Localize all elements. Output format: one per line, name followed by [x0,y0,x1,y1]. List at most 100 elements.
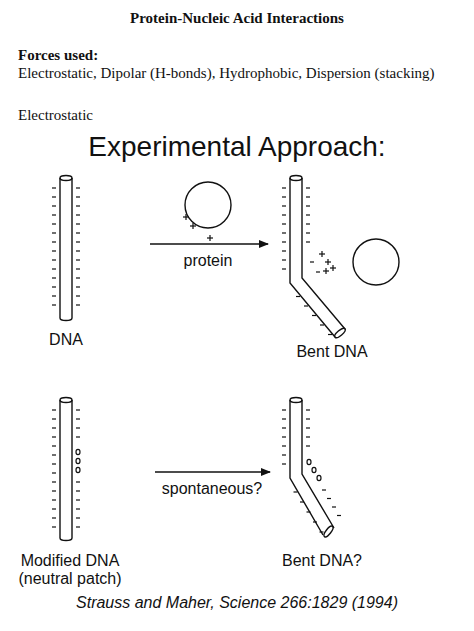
charge-mark [320,531,324,532]
dna-cylinder [60,176,72,321]
charge-mark [282,223,286,224]
dna-label: Bent DNA [296,343,367,361]
charge-mark [52,205,56,206]
charge-mark [52,508,56,509]
neutral-mark [76,467,80,472]
charge-mark [76,427,80,428]
charge-mark [313,521,317,522]
charge-mark [76,214,80,215]
charge-mark [52,418,56,419]
charge-mark [52,409,56,410]
arrow-label: protein [184,252,233,270]
charge-mark [76,241,80,242]
modified-dna-cylinder [60,398,72,541]
reaction-arrow [155,471,270,472]
charge-mark [52,241,56,242]
charge-mark [52,490,56,491]
charge-mark [306,196,310,197]
charge-mark [76,277,80,278]
charge-mark [282,205,286,206]
charge-mark [282,445,286,446]
charge-mark [282,196,286,197]
charge-mark [52,517,56,518]
charge-mark [325,268,326,274]
charge-mark [316,271,320,272]
charge-mark [76,409,80,410]
charge-mark [52,463,56,464]
charge-mark [52,286,56,287]
charge-mark [306,241,310,242]
charge-mark [282,454,286,455]
neutral-mark [307,459,311,464]
charge-mark [52,223,56,224]
charge-mark [282,241,286,242]
charge-mark [52,268,56,269]
charge-mark [76,295,80,296]
neutral-mark [76,449,80,454]
charge-mark [306,409,310,410]
charge-mark [52,526,56,527]
charge-mark [328,334,332,335]
charge-mark [304,305,308,306]
charge-mark [282,463,286,464]
charge-mark [52,304,56,305]
charge-mark [52,187,56,188]
charge-mark [76,508,80,509]
dna-label: Bent DNA? [282,552,362,570]
protein-circle [185,182,231,228]
charge-mark [76,418,80,419]
forces-list: Electrostatic, Dipolar (H-bonds), Hydrop… [18,65,435,82]
charge-mark [306,187,310,188]
charge-mark [322,489,326,490]
bent-dna [290,398,334,539]
charge-mark [52,250,56,251]
charge-mark [185,214,186,220]
charge-mark [282,268,286,269]
bent-dna [290,176,347,340]
charge-mark [52,445,56,446]
charge-mark [282,250,286,251]
charge-mark [300,501,304,502]
arrow-label: spontaneous? [162,480,263,498]
charge-mark [327,259,328,265]
charge-mark [306,445,310,446]
charge-mark [282,418,286,419]
charge-mark [294,491,298,492]
protein-circle [353,239,399,285]
charge-mark [306,205,310,206]
charge-mark [312,315,316,316]
charge-mark [52,481,56,482]
charge-mark [282,187,286,188]
charge-mark [282,214,286,215]
charge-mark [282,259,286,260]
charge-mark [52,499,56,500]
charge-mark [306,436,310,437]
charge-mark [306,427,310,428]
charge-mark [52,277,56,278]
charge-mark [332,265,333,271]
charge-mark [282,232,286,233]
charge-mark [76,250,80,251]
charge-mark [76,268,80,269]
section-heading: Forces used: [18,47,98,64]
charge-mark [310,261,314,262]
charge-mark [332,506,336,507]
charge-mark [52,295,56,296]
charge-mark [209,235,210,241]
charge-mark [76,286,80,287]
charge-mark [76,526,80,527]
charge-mark [76,436,80,437]
charge-mark [76,223,80,224]
neutral-mark [317,475,321,480]
charge-mark [282,427,286,428]
reaction-arrow [150,243,268,244]
charge-mark [321,251,322,257]
charge-mark [52,436,56,437]
charge-mark [52,214,56,215]
charge-mark [296,296,300,297]
charge-mark [282,409,286,410]
charge-mark [282,436,286,437]
approach-heading: Experimental Approach: [88,131,385,163]
charge-mark [52,427,56,428]
